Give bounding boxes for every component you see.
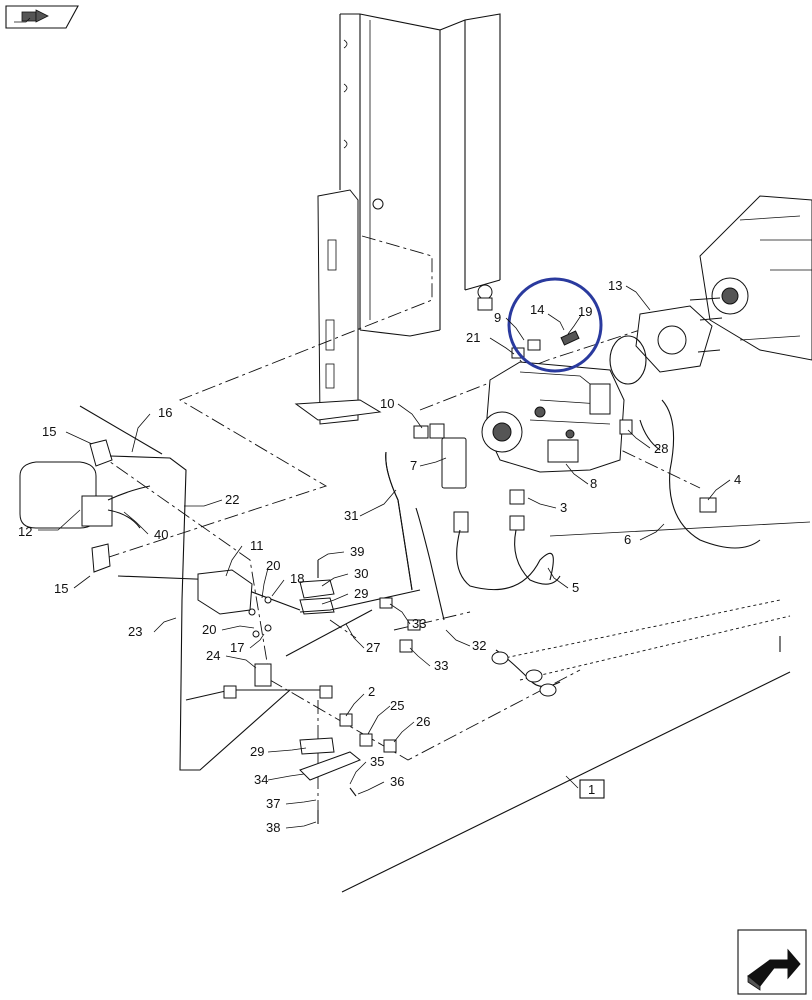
callout-10: 10	[380, 396, 394, 411]
callout-19: 19	[578, 304, 592, 319]
callout-13: 13	[608, 278, 622, 293]
frame-rails	[341, 521, 811, 893]
callout-35: 35	[370, 754, 384, 769]
callout-27: 27	[366, 640, 380, 655]
callout-15-top: 15	[42, 424, 56, 439]
callout-labels: 16 15 12 40 22 11 15 20 18 23 20 17 24 3…	[18, 278, 741, 835]
callout-6: 6	[624, 532, 631, 547]
callout-32: 32	[472, 638, 486, 653]
hoses	[385, 399, 761, 621]
callout-7: 7	[410, 458, 417, 473]
callout-20-top: 20	[266, 558, 280, 573]
callout-9: 9	[494, 310, 501, 325]
hose-ends	[491, 649, 561, 697]
callout-29-bottom: 29	[250, 744, 264, 759]
callout-33-bottom: 33	[434, 658, 448, 673]
callout-29-top: 29	[354, 586, 368, 601]
callout-34: 34	[254, 772, 268, 787]
callout-28: 28	[654, 441, 668, 456]
callout-17: 17	[230, 640, 244, 655]
callout-5: 5	[572, 580, 579, 595]
brackets	[197, 560, 421, 824]
callout-30: 30	[354, 566, 368, 581]
callout-31: 31	[344, 508, 358, 523]
callout-39: 39	[350, 544, 364, 559]
hydraulic-pump	[481, 361, 625, 473]
callout-8: 8	[590, 476, 597, 491]
callout-38: 38	[266, 820, 280, 835]
pump-motor-assembly	[609, 195, 812, 385]
callout-26: 26	[416, 714, 430, 729]
callout-36: 36	[390, 774, 404, 789]
callout-1: 1	[588, 782, 595, 797]
callout-40: 40	[154, 527, 168, 542]
callout-15-bottom: 15	[54, 581, 68, 596]
forward-nav-icon[interactable]	[5, 5, 79, 29]
callout-21: 21	[466, 330, 480, 345]
callout-33-top: 33	[412, 616, 426, 631]
callout-23: 23	[128, 624, 142, 639]
callout-11: 11	[250, 538, 264, 553]
callout-3: 3	[560, 500, 567, 515]
callout-25: 25	[390, 698, 404, 713]
callout-16: 16	[158, 405, 172, 420]
callout-14: 14	[530, 302, 544, 317]
callout-18: 18	[290, 571, 304, 586]
leader-lines	[38, 285, 731, 829]
highlight-circle	[507, 277, 603, 373]
fittings	[413, 330, 717, 533]
callout-20-bottom: 20	[202, 622, 216, 637]
next-page-icon[interactable]	[737, 929, 807, 995]
callout-1-box	[579, 779, 605, 799]
callout-22: 22	[225, 492, 239, 507]
callout-24: 24	[206, 648, 220, 663]
callout-37: 37	[266, 796, 280, 811]
callout-12: 12	[18, 524, 32, 539]
tower-frame	[294, 13, 501, 425]
callout-2: 2	[368, 684, 375, 699]
callout-4: 4	[734, 472, 741, 487]
